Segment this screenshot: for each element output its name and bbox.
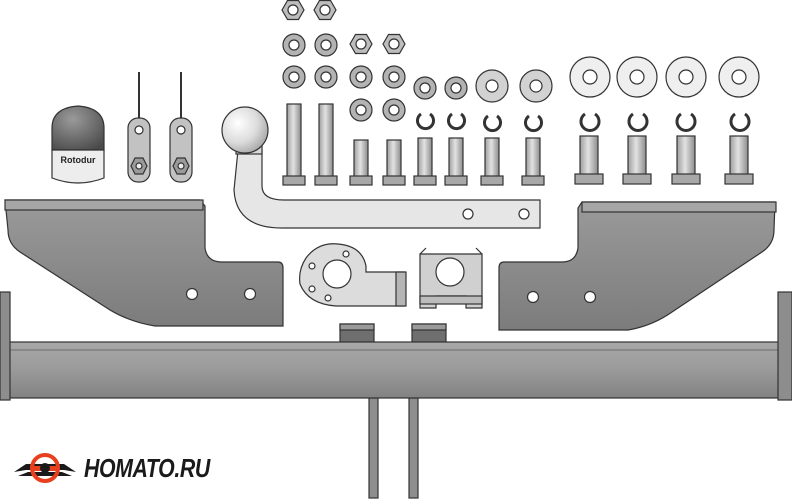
tow-ball-arm bbox=[221, 106, 541, 229]
clamp-bracket bbox=[419, 247, 483, 309]
washers-small bbox=[282, 33, 468, 122]
spacer-blocks bbox=[339, 323, 447, 343]
rear-tubes bbox=[368, 397, 419, 499]
logo-wordmark: HOMATO.RU bbox=[84, 452, 210, 483]
socket-plate bbox=[299, 243, 407, 307]
cap-brand-label: Rotodur bbox=[61, 155, 96, 165]
washers-large bbox=[569, 56, 760, 98]
spring-washers bbox=[416, 112, 751, 133]
hex-nuts-top bbox=[281, 0, 406, 55]
homato-logo-icon bbox=[14, 453, 76, 483]
bolts bbox=[282, 103, 754, 186]
tow-ball-cap: Rotodur bbox=[51, 105, 105, 184]
homato-logo: HOMATO.RU bbox=[12, 448, 237, 488]
hanger-straps bbox=[127, 72, 193, 183]
washers-medium bbox=[475, 69, 553, 103]
main-cross-beam bbox=[0, 291, 792, 401]
side-bracket-left bbox=[4, 199, 284, 327]
side-bracket-right bbox=[498, 201, 777, 331]
